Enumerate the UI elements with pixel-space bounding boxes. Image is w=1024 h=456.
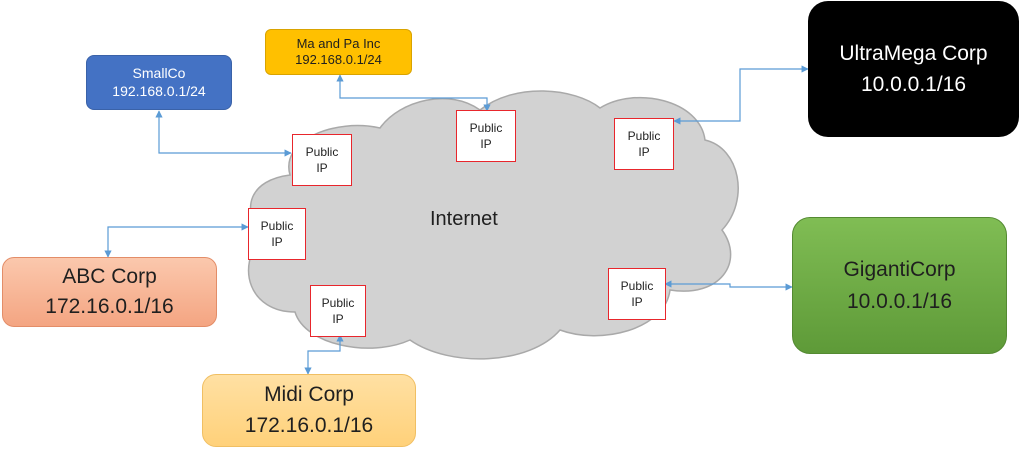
public-ip-line2: IP (332, 312, 344, 326)
public-ip-line2: IP (631, 295, 643, 309)
public-ip-line1: Public (305, 144, 339, 159)
public-ip-line2: IP (480, 137, 492, 151)
connector-giganti (664, 280, 793, 291)
public-ip-line1: Public (260, 218, 294, 233)
network-abc: ABC Corp 172.16.0.1/16 (2, 257, 217, 327)
public-ip-ultramega: Public IP (614, 118, 674, 170)
network-subnet: 10.0.0.1/16 (860, 73, 967, 96)
network-name: SmallCo (132, 65, 186, 81)
connector-smallco (155, 110, 292, 157)
connectors (104, 65, 809, 375)
network-subnet: 192.168.0.1/24 (112, 82, 206, 99)
network-smallco: SmallCo 192.168.0.1/24 (86, 55, 232, 110)
public-ip-line2: IP (638, 145, 650, 159)
network-mapa: Ma and Pa Inc 192.168.0.1/24 (265, 29, 412, 75)
public-ip-line1: Public (620, 278, 654, 293)
public-ip-abc: Public IP (248, 208, 306, 260)
network-subnet: 172.16.0.1/16 (45, 295, 174, 318)
public-ip-line2: IP (271, 235, 283, 249)
network-name: UltraMega Corp (839, 41, 988, 65)
public-ip-line1: Public (627, 128, 661, 143)
public-ip-giganti: Public IP (608, 268, 666, 320)
public-ip-line1: Public (321, 295, 355, 310)
network-name: Midi Corp (264, 383, 354, 407)
connector-ultramega (673, 65, 809, 125)
network-name: Ma and Pa Inc (296, 35, 381, 51)
network-ultramega: UltraMega Corp 10.0.0.1/16 (808, 1, 1019, 137)
network-subnet: 10.0.0.1/16 (846, 289, 953, 313)
public-ip-midi: Public IP (310, 285, 366, 337)
internet-label: Internet (430, 208, 498, 230)
public-ip-line1: Public (469, 120, 503, 135)
network-name: ABC Corp (62, 264, 157, 288)
network-giganti: GigantiCorp 10.0.0.1/16 (792, 217, 1007, 354)
network-name: GigantiCorp (843, 258, 956, 281)
network-subnet: 172.16.0.1/16 (244, 413, 374, 437)
connector-mapa (336, 74, 491, 112)
connector-abc (104, 223, 249, 258)
network-midi: Midi Corp 172.16.0.1/16 (202, 374, 416, 447)
network-subnet: 192.168.0.1/24 (295, 52, 382, 67)
public-ip-line2: IP (316, 161, 328, 175)
connector-midi (304, 334, 344, 375)
public-ip-mapa: Public IP (456, 110, 516, 162)
public-ip-smallco: Public IP (292, 134, 352, 186)
